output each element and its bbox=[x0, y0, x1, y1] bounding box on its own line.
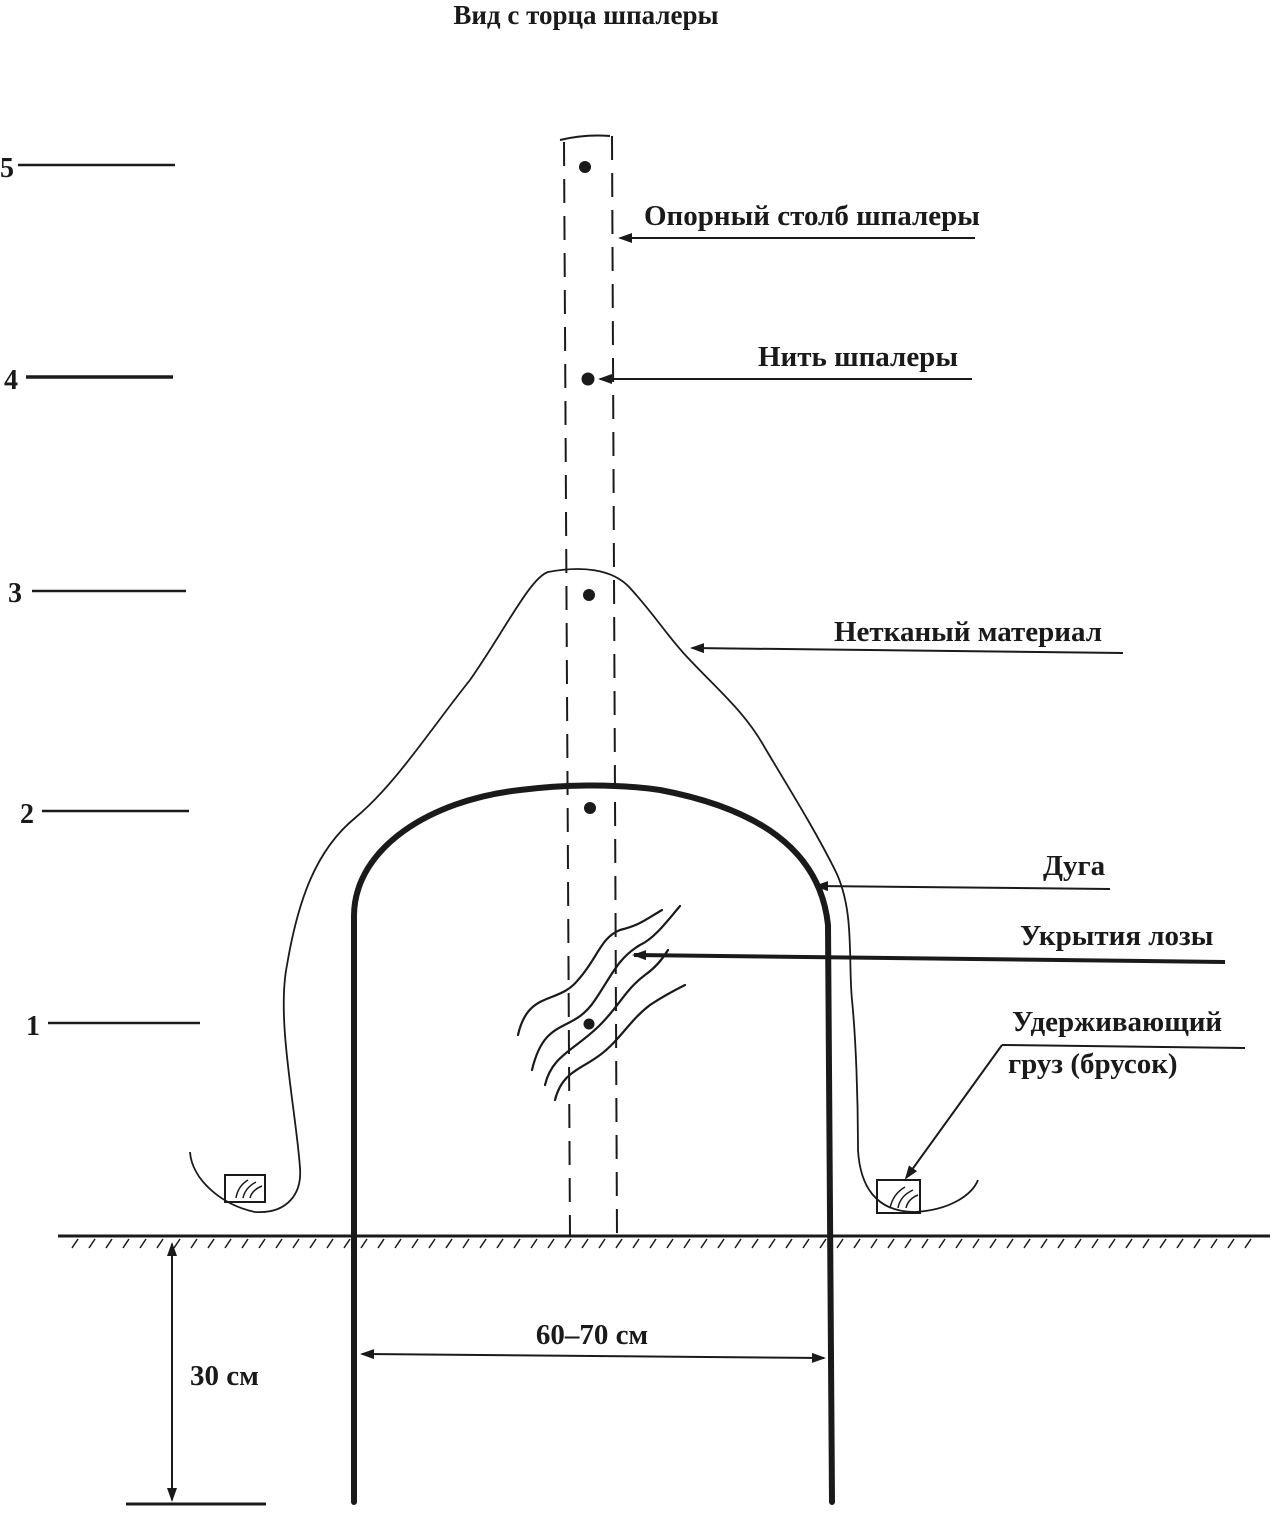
label-wire-text: Нить шпалеры bbox=[758, 341, 958, 373]
label-weight: Удерживающий груз (брусок) bbox=[904, 1006, 1246, 1180]
trellis-wire-dots bbox=[579, 161, 596, 1030]
label-fabric: Нетканый материал bbox=[690, 616, 1124, 654]
label-post: Опорный столб шпалеры bbox=[618, 200, 980, 243]
label-arc: Дуга bbox=[814, 850, 1111, 892]
label-vine-text: Укрытия лозы bbox=[1020, 920, 1213, 952]
label-post-text: Опорный столб шпалеры bbox=[644, 200, 980, 232]
level-label-4: 4 bbox=[4, 365, 18, 396]
height-levels: 5 4 3 2 1 bbox=[0, 153, 200, 1042]
diagram-title: Вид с торца шпалеры bbox=[453, 0, 718, 30]
label-fabric-text: Нетканый материал bbox=[834, 616, 1102, 648]
weight-block-right bbox=[876, 1179, 921, 1214]
nonwoven-fabric bbox=[189, 568, 979, 1213]
dimension-depth-text: 30 см bbox=[190, 1360, 259, 1392]
level-label-1: 1 bbox=[26, 1011, 40, 1042]
label-vine: Укрытия лозы bbox=[632, 920, 1226, 964]
dimension-width-text: 60–70 см bbox=[536, 1319, 648, 1351]
label-weight-line2: груз (брусок) bbox=[1008, 1048, 1178, 1080]
dimension-depth: 30 см bbox=[126, 1242, 266, 1506]
level-label-2: 2 bbox=[20, 799, 34, 830]
arc-hoop bbox=[351, 782, 835, 1505]
ground bbox=[58, 1234, 1270, 1249]
level-label-3: 3 bbox=[8, 578, 22, 609]
support-post bbox=[559, 134, 618, 1238]
weight-block-left bbox=[224, 1174, 266, 1203]
dimension-width: 60–70 см bbox=[360, 1319, 826, 1363]
label-weight-line1: Удерживающий bbox=[1012, 1006, 1222, 1038]
label-wire: Нить шпалеры bbox=[598, 341, 972, 384]
level-label-5: 5 bbox=[0, 153, 14, 184]
vine-strands bbox=[516, 904, 687, 1102]
label-arc-text: Дуга bbox=[1043, 850, 1106, 882]
